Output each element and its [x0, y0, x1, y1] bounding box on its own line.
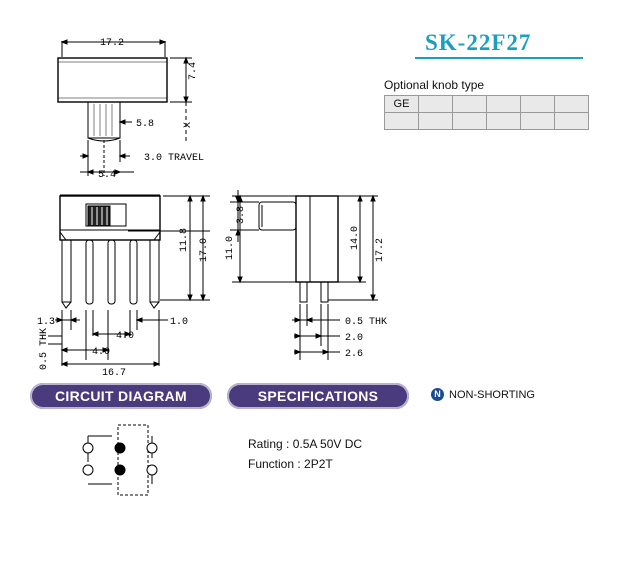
knob-cell — [452, 95, 487, 113]
knob-cell — [520, 112, 555, 130]
side-view — [230, 190, 378, 360]
spec-function: Function : 2P2T — [248, 457, 333, 471]
knob-cell — [520, 95, 555, 113]
dim-front-h2: 17.0 — [199, 238, 210, 262]
dim-pin-4-0a: 4.0 — [116, 331, 134, 342]
knob-cell — [486, 112, 521, 130]
title-underline — [415, 57, 583, 59]
circuit-common-terminal — [114, 442, 126, 454]
circuit-terminal — [82, 442, 94, 454]
dim-top-height: 7.4 — [188, 62, 199, 80]
knob-cell — [452, 112, 487, 130]
non-shorting-label: NON-SHORTING — [449, 388, 535, 401]
dim-pin-1-3: 1.3 — [37, 317, 55, 328]
specifications-banner: SPECIFICATIONS — [227, 383, 409, 409]
dim-side-2-6: 2.6 — [345, 349, 363, 360]
circuit-terminal — [146, 464, 158, 476]
knob-cell — [418, 112, 453, 130]
dim-pin-thk: 0.5 THK — [39, 328, 50, 370]
non-shorting-icon: N — [431, 388, 444, 401]
dim-top-width: 17.2 — [100, 38, 124, 49]
dim-side-14-0: 14.0 — [350, 226, 361, 250]
circuit-terminal — [146, 442, 158, 454]
dim-pin-4-0b: 4.0 — [92, 347, 110, 358]
dim-front-h1: 11.8 — [179, 228, 190, 252]
non-shorting-note: N NON-SHORTING — [431, 388, 535, 401]
knob-cell: GE — [384, 95, 419, 113]
dim-pin-1-0: 1.0 — [170, 317, 188, 328]
top-view — [57, 39, 192, 176]
knob-cell — [418, 95, 453, 113]
circuit-terminal — [82, 464, 94, 476]
knob-type-table: GE — [384, 95, 589, 130]
circuit-diagram-heading: CIRCUIT DIAGRAM — [54, 388, 188, 404]
page-title: SK-22F27 — [425, 30, 532, 55]
knob-cell — [486, 95, 521, 113]
dim-knob-offset: 5.4 — [98, 170, 116, 181]
dim-x-mark: X — [183, 122, 194, 128]
dim-side-3-8: 3.8 — [236, 206, 247, 224]
knob-cell — [554, 95, 589, 113]
knob-type-label: Optional knob type — [384, 78, 485, 92]
dim-side-thk: 0.5 THK — [345, 317, 387, 328]
front-view — [48, 194, 210, 367]
circuit-diagram — [82, 424, 158, 496]
dim-knob-width: 5.8 — [136, 119, 154, 130]
dim-side-17-2: 17.2 — [375, 238, 386, 262]
dim-travel: 3.0 TRAVEL — [144, 153, 204, 164]
dim-total-width: 16.7 — [102, 368, 126, 379]
circuit-common-terminal — [114, 464, 126, 476]
circuit-diagram-banner: CIRCUIT DIAGRAM — [30, 383, 212, 409]
dim-side-11-0: 11.0 — [225, 236, 236, 260]
knob-cell — [384, 112, 419, 130]
knob-cell — [554, 112, 589, 130]
specifications-heading: SPECIFICATIONS — [257, 388, 379, 404]
spec-rating: Rating : 0.5A 50V DC — [248, 437, 363, 451]
dim-side-2-0: 2.0 — [345, 333, 363, 344]
